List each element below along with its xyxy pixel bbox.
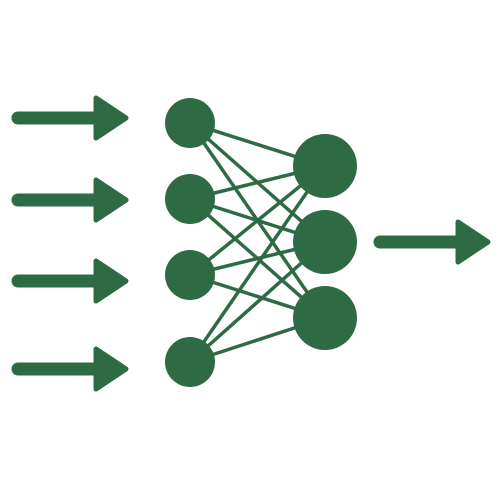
arrow-head <box>93 258 129 304</box>
input-arrow-1-icon <box>11 95 129 141</box>
output-node-2-icon <box>293 210 357 274</box>
output-node-3-icon <box>293 286 357 350</box>
output-layer <box>293 134 357 350</box>
connection-4-1 <box>188 165 327 363</box>
input-arrow-4-icon <box>11 346 129 392</box>
input-arrow-3-icon <box>11 258 129 304</box>
arrow-head <box>93 346 129 392</box>
output-node-1-icon <box>293 134 357 198</box>
hidden-node-4-icon <box>165 337 215 387</box>
input-arrow-2-icon <box>11 177 129 223</box>
output-arrow-icon <box>373 219 491 265</box>
hidden-node-2-icon <box>165 174 215 224</box>
hidden-layer <box>165 98 215 387</box>
arrow-head <box>455 219 491 265</box>
hidden-node-3-icon <box>165 250 215 300</box>
hidden-node-1-icon <box>165 98 215 148</box>
arrow-head <box>93 177 129 223</box>
output-arrows <box>373 219 491 265</box>
arrow-head <box>93 95 129 141</box>
input-arrows <box>11 95 129 392</box>
